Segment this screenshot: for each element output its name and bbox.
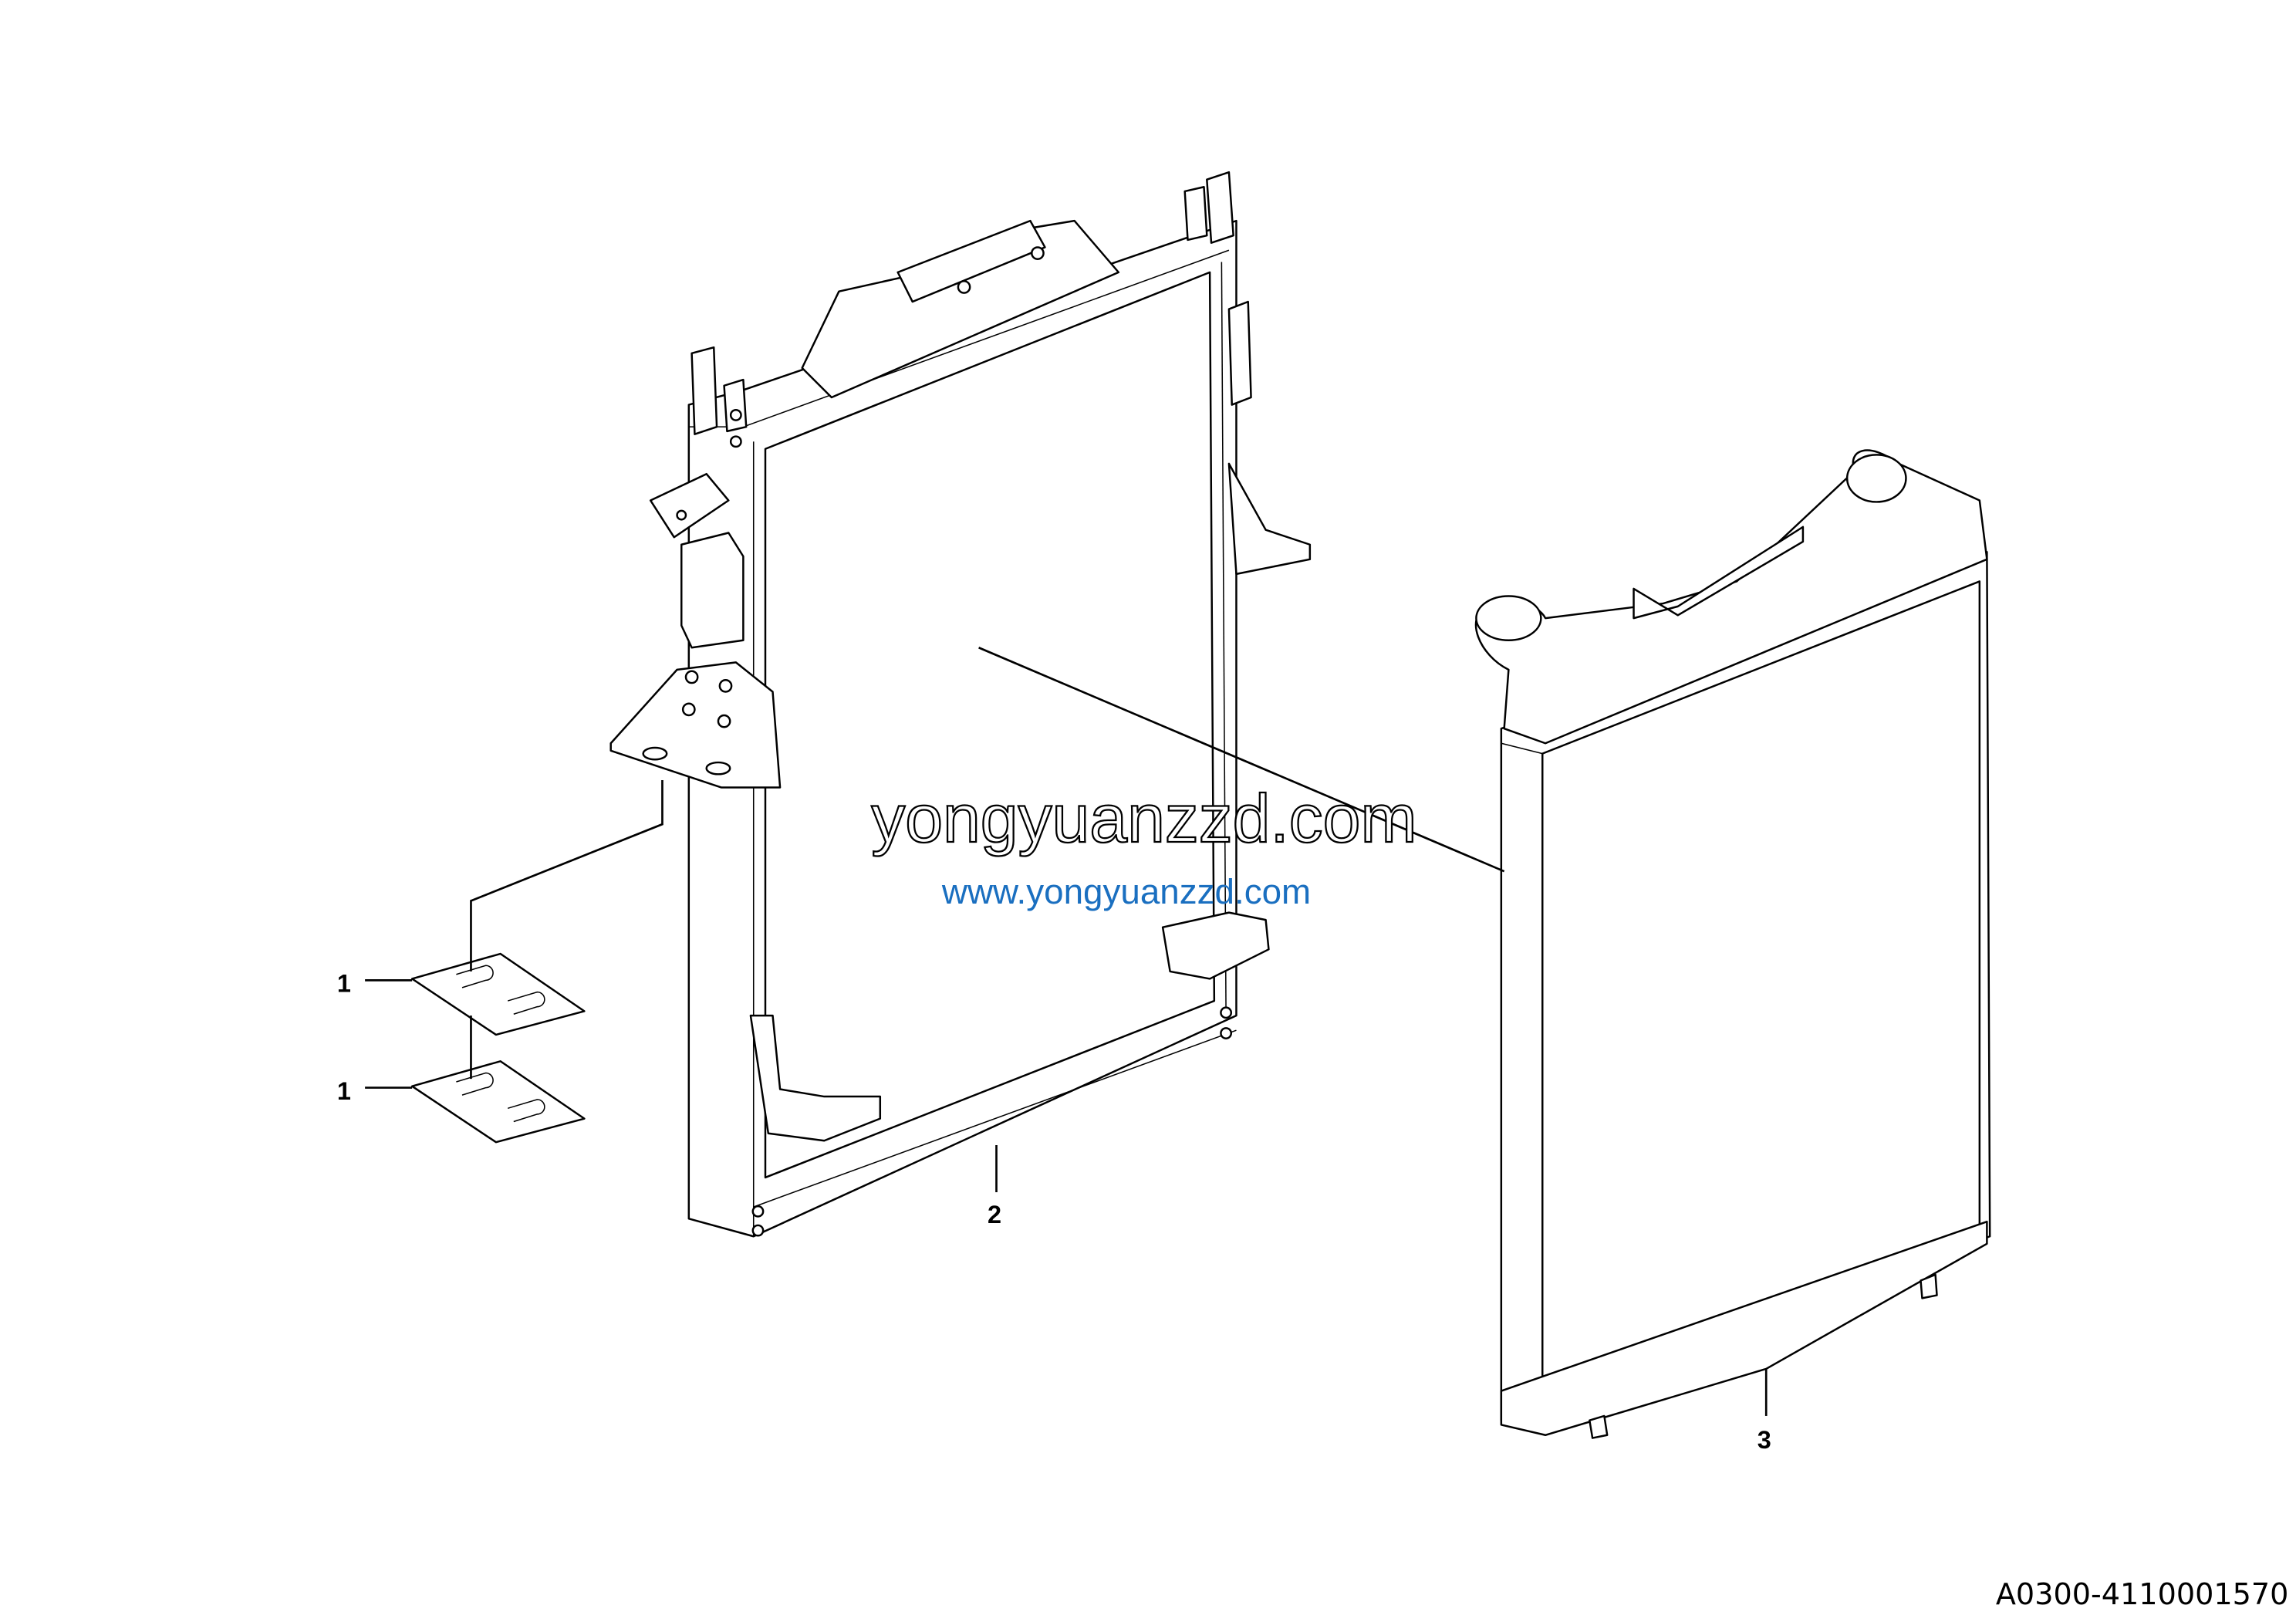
callout-1-lower: 1 <box>337 1077 351 1105</box>
drawing-code: A0300-4110001570 <box>1996 1577 2289 1611</box>
radiator-frame <box>609 171 1312 1238</box>
callout-3: 3 <box>1757 1426 1771 1454</box>
callout-2: 2 <box>988 1201 1001 1228</box>
callout-1-upper: 1 <box>337 970 351 998</box>
watermark-blue: www.yongyuanzzd.com <box>941 872 1311 911</box>
leader-lines <box>365 647 1768 1416</box>
watermark-outline: yongyuanzzd.com <box>871 781 1416 857</box>
intercooler <box>1474 449 1991 1439</box>
shim-upper <box>410 952 586 1036</box>
shim-lower <box>410 1060 586 1144</box>
